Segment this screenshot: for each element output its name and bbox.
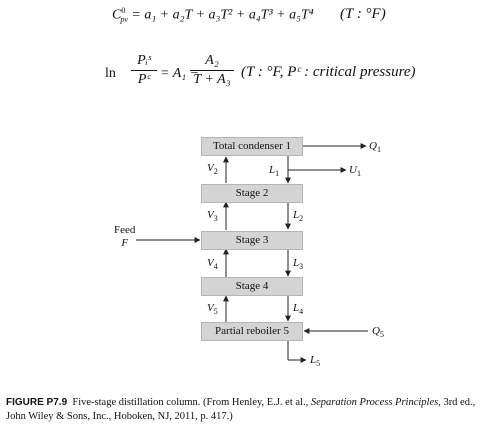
ln-numerator: Pᵢˢ xyxy=(137,53,151,68)
feed-symbol: F xyxy=(121,237,129,249)
q1-label: Q1 xyxy=(369,140,381,155)
caption-text-before: Five-stage distillation column. (From He… xyxy=(72,397,311,408)
v3-label: V3 xyxy=(207,209,218,224)
cp-subscript: pv xyxy=(120,15,128,25)
stage-4: Stage 4 xyxy=(201,277,303,296)
stage-total-condenser: Total condenser 1 xyxy=(201,137,303,156)
caption-book-title: Separation Process Principles xyxy=(310,397,439,408)
stage-partial-reboiler: Partial reboiler 5 xyxy=(201,322,303,341)
feed-text: Feed xyxy=(114,224,136,236)
stage-2: Stage 2 xyxy=(201,184,303,203)
q5-label: Q5 xyxy=(372,325,384,340)
feed-label: Feed F xyxy=(114,224,135,250)
cp-symbol: C xyxy=(112,7,122,23)
antoine-fraction: A₂ T + A₃ xyxy=(190,52,234,89)
fraction-bar xyxy=(190,70,234,71)
stage-3: Stage 3 xyxy=(201,231,303,250)
l4-label: L4 xyxy=(293,302,304,317)
u1-label: U1 xyxy=(349,164,361,179)
l3-label: L3 xyxy=(293,257,304,272)
cp-superscript: 0 xyxy=(121,6,126,15)
cp-polynomial: = a₁ + a₂T + a₃T² + a₄T³ + a₅T⁴ xyxy=(131,7,314,23)
figure-label: FIGURE P7.9 xyxy=(6,397,68,408)
v2-label: V2 xyxy=(207,162,218,177)
heat-capacity-equation: C0pv = a₁ + a₂T + a₃T² + a₄T³ + a₅T⁴ xyxy=(112,6,314,24)
l1-label: L1 xyxy=(269,164,280,179)
ln-denominator: Pᶜ xyxy=(137,72,151,87)
antoine-denominator: T + A₃ xyxy=(193,72,231,87)
antoine-constant-term: = A₁ − xyxy=(160,66,200,81)
v4-label: V4 xyxy=(207,257,218,272)
antoine-numerator: A₂ xyxy=(205,53,219,68)
pressure-ratio-fraction: Pᵢˢ Pᶜ xyxy=(131,52,157,89)
cp-temperature-note: (T : °F) xyxy=(340,6,386,22)
l5-label: L5 xyxy=(310,354,321,369)
figure-caption: FIGURE P7.9 Five-stage distillation colu… xyxy=(6,396,496,424)
ln-label: ln xyxy=(105,66,116,81)
l2-label: L2 xyxy=(293,209,304,224)
v5-label: V5 xyxy=(207,302,218,317)
fraction-bar xyxy=(131,70,157,71)
antoine-note: (T : °F, Pᶜ : critical pressure) xyxy=(241,64,416,80)
caption-text-after: , 3rd ed., John Wiley & Sons, Inc., Hobo… xyxy=(6,397,476,422)
